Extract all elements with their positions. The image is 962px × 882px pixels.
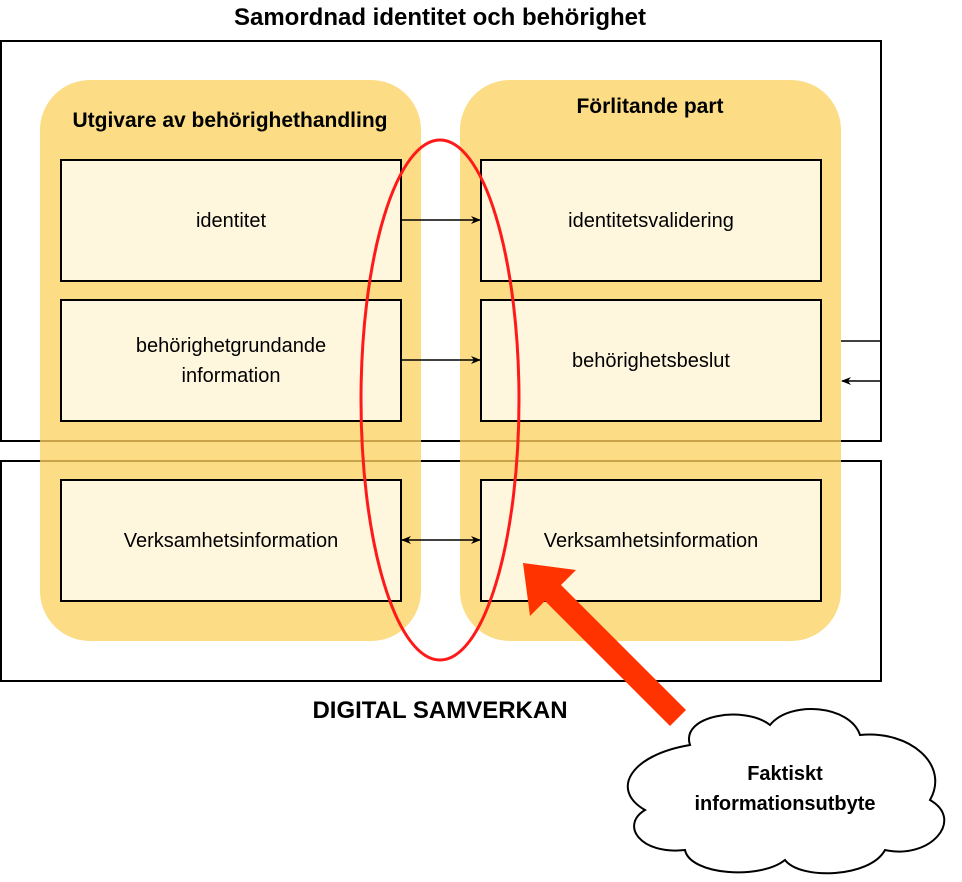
rp-box-authority-decision [480, 299, 822, 422]
rp-box-identity-validation [480, 159, 822, 282]
issuer-box-authority-info [60, 299, 402, 422]
issuer-title: Utgivare av behörighethandling [72, 109, 388, 132]
diagram-title: Samordnad identitet och behörighet [233, 4, 647, 31]
relying-party-title: Förlitande part [576, 95, 724, 118]
feedback-loop-arrow [841, 340, 882, 385]
rp-box-identity-validation-label: identitetsvalidering [568, 209, 734, 232]
issuer-box-business-info-label: Verksamhetsinformation [123, 529, 339, 552]
issuer-box-identity-label: identitet [195, 209, 267, 232]
cloud-label: Faktiskt informationsutbyte [694, 763, 876, 815]
rp-box-business-info-label: Verksamhetsinformation [543, 529, 759, 552]
rp-box-authority-decision-label: behörighetsbeslut [572, 349, 730, 372]
digital-collaboration-label: DIGITAL SAMVERKAN [312, 697, 568, 724]
issuer-box-business-info [60, 479, 402, 602]
highlight-ellipse [359, 138, 521, 662]
digital-collaboration-frame [0, 460, 882, 682]
issuer-box-authority-info-label: behörighetgrundande information [135, 334, 327, 387]
identity-authority-frame [0, 40, 882, 442]
cloud-shape [626, 708, 946, 875]
pointer-arrow [523, 563, 686, 726]
